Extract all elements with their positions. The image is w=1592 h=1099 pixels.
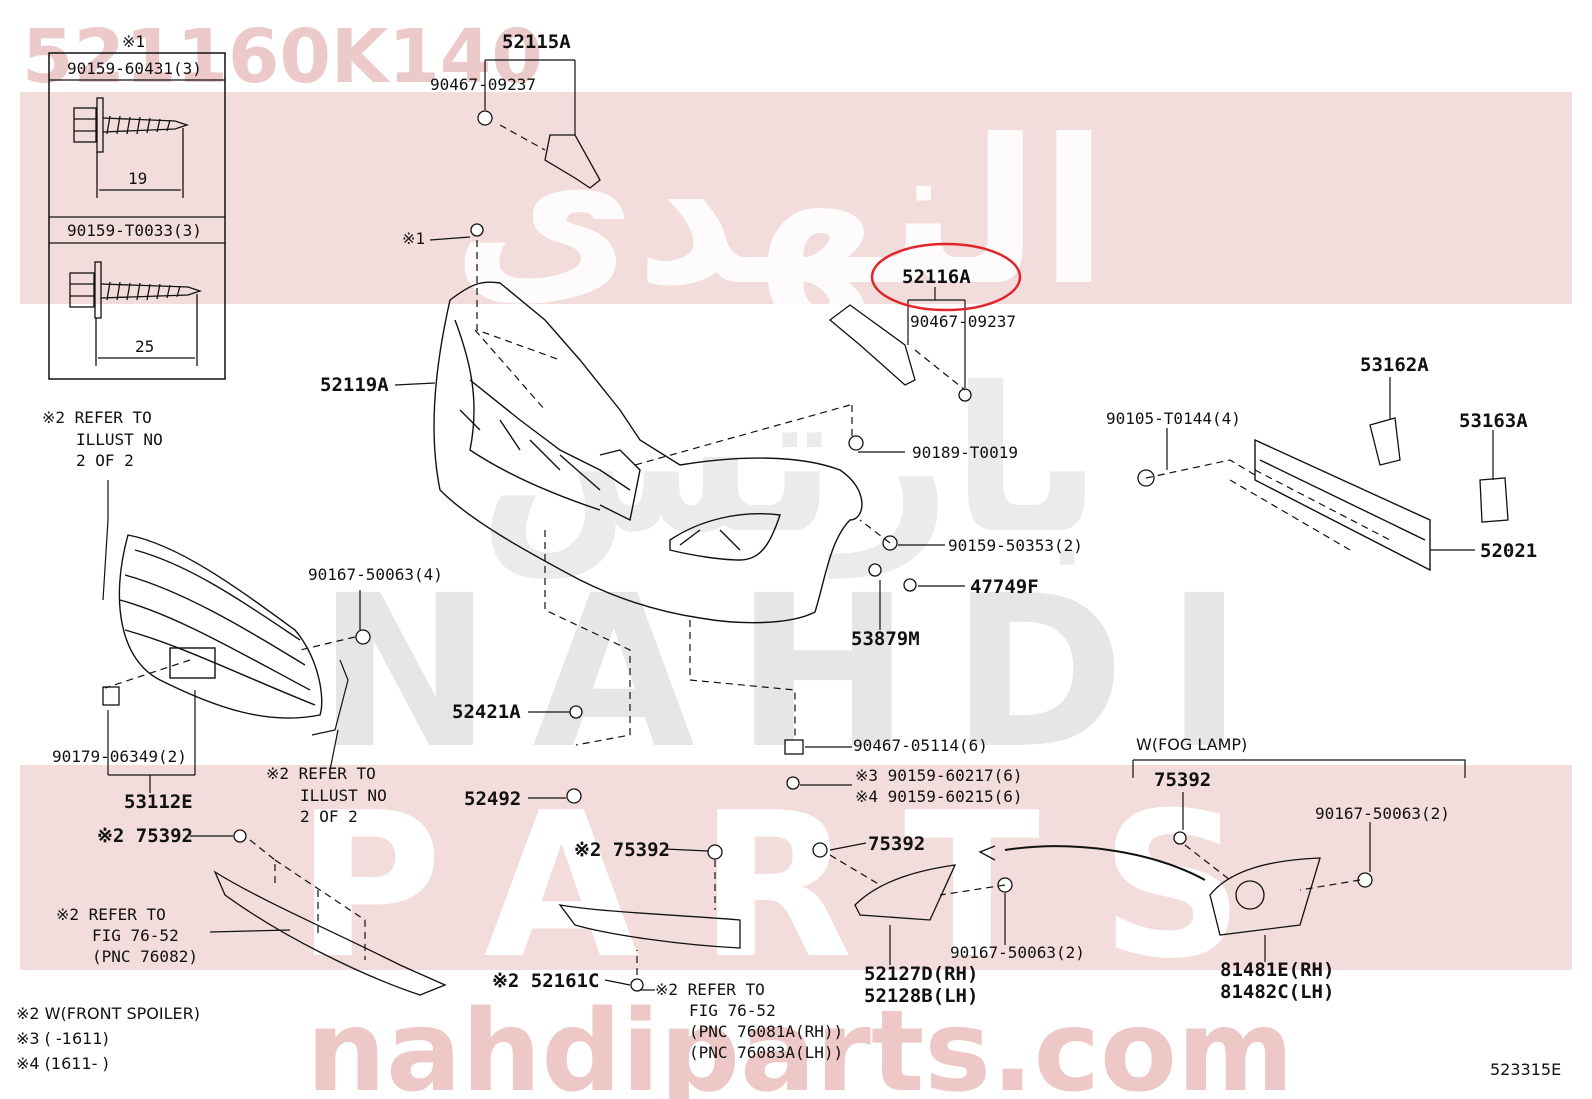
label-90167-50063-2-mid[interactable]: 90167-50063(2) — [950, 943, 1085, 962]
note-4: ※4 (1611- ) — [16, 1054, 109, 1073]
reinforcement-drawing — [1254, 438, 1431, 572]
label-ref1-line1: ※2 REFER TO — [42, 408, 152, 427]
legend-screw2-dim: 25 — [135, 337, 154, 356]
label-ref3-line2: FIG 76-52 — [92, 926, 179, 945]
label-ref2-line1: ※2 REFER TO — [266, 764, 376, 783]
note-3: ※3 ( -1611) — [16, 1029, 109, 1048]
screw-25-drawing — [69, 261, 203, 366]
label-ref4-line2: FIG 76-52 — [689, 1001, 776, 1020]
part-labels: 52115A 90467-09237 ※1 52116A 90467-09237… — [16, 31, 1561, 1079]
watermark-part-number: 521160K140 — [22, 14, 543, 100]
figure-code: 523315E — [1490, 1060, 1561, 1079]
label-75392-fog[interactable]: 75392 — [1154, 769, 1211, 791]
label-52492[interactable]: 52492 — [464, 788, 521, 810]
label-90167-50063-2-right[interactable]: 90167-50063(2) — [1315, 804, 1450, 823]
label-ref1-line3: 2 OF 2 — [76, 451, 134, 470]
label-ref2-line3: 2 OF 2 — [300, 807, 358, 826]
screw-19-drawing — [73, 97, 190, 198]
label-90189-T0019[interactable]: 90189-T0019 — [912, 443, 1018, 462]
label-90105-T0144[interactable]: 90105-T0144(4) — [1106, 409, 1241, 428]
label-ref4-line4: (PNC 76083A(LH)) — [689, 1043, 843, 1062]
label-52116A[interactable]: 52116A — [902, 266, 971, 288]
label-75392-c[interactable]: 75392 — [868, 833, 925, 855]
label-52128B[interactable]: 52128B(LH) — [864, 985, 978, 1007]
label-52127D[interactable]: 52127D(RH) — [864, 963, 978, 985]
watermark: 521160K140 النهدي بارتس NAHDI PARTS nahd… — [20, 14, 1572, 1099]
highlight-circle — [870, 242, 1022, 312]
label-ref1-line2: ILLUST NO — [76, 430, 163, 449]
label-75392-a[interactable]: ※2 75392 — [97, 825, 193, 847]
label-53879M[interactable]: 53879M — [851, 628, 920, 650]
label-90159-60217[interactable]: ※3 90159-60217(6) — [855, 766, 1023, 785]
legend-screw1-part: 90159-60431(3) — [67, 59, 202, 78]
label-ref3-line3: (PNC 76082) — [92, 947, 198, 966]
label-90467-09237-top[interactable]: 90467-09237 — [430, 75, 536, 94]
label-ref2-line2: ILLUST NO — [300, 786, 387, 805]
grille-drawing — [118, 534, 323, 719]
label-47749F[interactable]: 47749F — [970, 576, 1039, 598]
label-53162A[interactable]: 53162A — [1360, 354, 1429, 376]
legend-screw2-part: 90159-T0033(3) — [67, 221, 202, 240]
label-90467-05114[interactable]: 90467-05114(6) — [853, 736, 988, 755]
label-ref4-line1: ※2 REFER TO — [655, 980, 765, 999]
label-81482C[interactable]: 81482C(LH) — [1220, 981, 1334, 1003]
label-ref3-line1: ※2 REFER TO — [56, 905, 166, 924]
label-90467-09237-mid[interactable]: 90467-09237 — [910, 312, 1016, 331]
legend-title: ※1 — [122, 32, 145, 51]
label-53163A[interactable]: 53163A — [1459, 410, 1528, 432]
watermark-url: nahdiparts.com — [306, 987, 1293, 1099]
label-52115A[interactable]: 52115A — [502, 31, 571, 53]
label-90167-50063-4[interactable]: 90167-50063(4) — [308, 565, 443, 584]
guide-lines — [104, 124, 1391, 975]
fasteners — [102, 110, 1373, 992]
label-90159-60215[interactable]: ※4 90159-60215(6) — [855, 787, 1023, 806]
legend-box: ※1 90159-60431(3) 90159-T0033(3) 19 25 — [48, 32, 226, 380]
label-52161C[interactable]: ※2 52161C — [492, 970, 599, 992]
watermark-band-top — [20, 92, 1572, 304]
bumper-cover-drawing — [433, 281, 863, 624]
label-mark1: ※1 — [402, 229, 425, 248]
bracket-drawing — [544, 134, 1509, 523]
label-75392-b[interactable]: ※2 75392 — [574, 839, 670, 861]
watermark-nahdi: NAHDI — [317, 550, 1283, 795]
label-52021[interactable]: 52021 — [1480, 540, 1537, 562]
legend-screw1-dim: 19 — [128, 169, 147, 188]
watermark-arabic-2: بارتس — [478, 345, 1101, 579]
label-ref4-line3: (PNC 76081A(RH)) — [689, 1022, 843, 1041]
watermark-band-bottom — [20, 765, 1572, 970]
label-90159-50353[interactable]: 90159-50353(2) — [948, 536, 1083, 555]
leader-lines — [102, 59, 1494, 991]
label-52421A[interactable]: 52421A — [452, 701, 521, 723]
watermark-arabic: النهدي — [452, 97, 1108, 331]
label-53112E[interactable]: 53112E — [124, 791, 193, 813]
label-52119A[interactable]: 52119A — [320, 374, 389, 396]
watermark-parts: PARTS — [296, 770, 1305, 1003]
label-90179-06349[interactable]: 90179-06349(2) — [52, 747, 187, 766]
label-81481E[interactable]: 81481E(RH) — [1220, 959, 1334, 981]
spoiler-drawing — [213, 845, 1321, 996]
label-fog-lamp: W(FOG LAMP) — [1136, 735, 1247, 754]
note-2: ※2 W(FRONT SPOILER) — [16, 1004, 200, 1023]
